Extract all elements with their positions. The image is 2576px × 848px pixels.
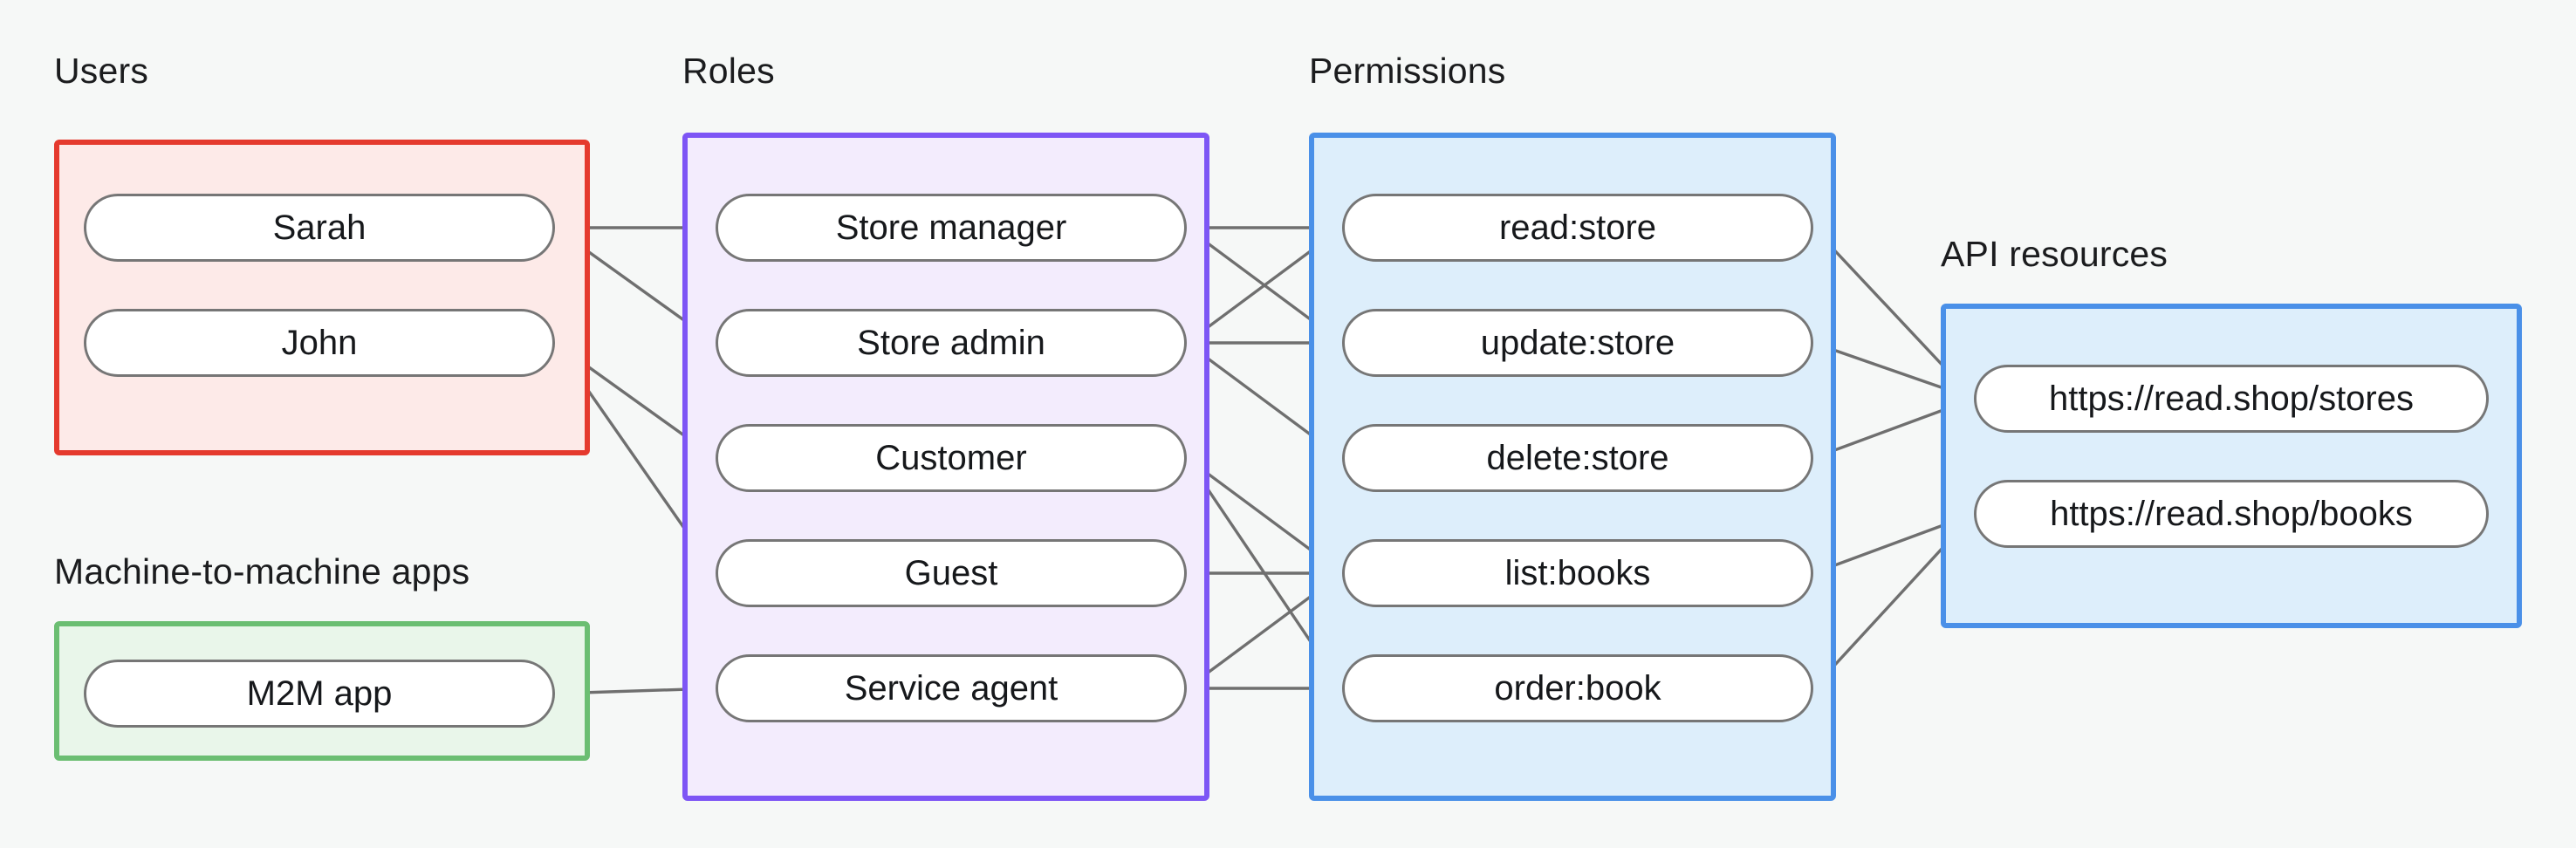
group-box-api	[1941, 304, 2522, 628]
node-label-storeadm: Store admin	[857, 323, 1045, 362]
node-storemgr[interactable]: Store manager	[716, 194, 1187, 262]
group-label-m2m: Machine-to-machine apps	[54, 551, 470, 592]
node-label-readst: read:store	[1498, 208, 1657, 247]
group-label-api: API resources	[1941, 234, 2168, 274]
node-label-resbooks: https://read.shop/books	[2050, 494, 2413, 533]
node-readst[interactable]: read:store	[1342, 194, 1813, 262]
node-sarah[interactable]: Sarah	[84, 194, 555, 262]
node-john[interactable]: John	[84, 309, 555, 377]
node-label-ordbk: order:book	[1494, 668, 1661, 708]
node-delst[interactable]: delete:store	[1342, 424, 1813, 492]
node-label-sarah: Sarah	[272, 208, 367, 247]
node-label-john: John	[281, 323, 358, 362]
node-label-listbk: list:books	[1504, 553, 1651, 592]
group-label-roles: Roles	[682, 51, 775, 91]
group-label-users: Users	[54, 51, 149, 91]
node-label-svcagent: Service agent	[844, 668, 1058, 708]
node-label-storemgr: Store manager	[835, 208, 1067, 247]
node-m2mapp[interactable]: M2M app	[84, 660, 555, 728]
node-ordbk[interactable]: order:book	[1342, 654, 1813, 722]
node-label-customer: Customer	[875, 438, 1027, 477]
group-label-permissions: Permissions	[1309, 51, 1506, 91]
node-label-resstore: https://read.shop/stores	[2048, 379, 2414, 418]
node-label-m2mapp: M2M app	[246, 674, 393, 713]
node-updst[interactable]: update:store	[1342, 309, 1813, 377]
node-listbk[interactable]: list:books	[1342, 539, 1813, 607]
node-guest[interactable]: Guest	[716, 539, 1187, 607]
node-svcagent[interactable]: Service agent	[716, 654, 1187, 722]
node-label-updst: update:store	[1480, 323, 1675, 362]
node-resstore[interactable]: https://read.shop/stores	[1974, 365, 2489, 433]
node-resbooks[interactable]: https://read.shop/books	[1974, 480, 2489, 548]
node-customer[interactable]: Customer	[716, 424, 1187, 492]
group-box-users	[54, 140, 590, 455]
node-storeadm[interactable]: Store admin	[716, 309, 1187, 377]
node-label-guest: Guest	[904, 553, 998, 592]
node-label-delst: delete:store	[1486, 438, 1669, 477]
